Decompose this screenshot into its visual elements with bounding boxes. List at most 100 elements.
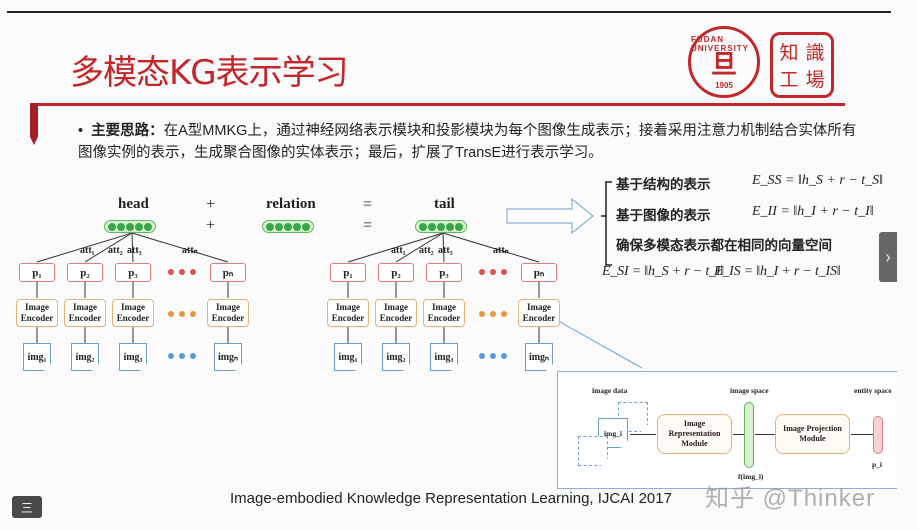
- att-label: att₂: [419, 245, 434, 256]
- encoder-label: Image: [73, 302, 97, 312]
- slide-title: 多模态KG表示学习: [70, 53, 349, 93]
- logo-char: 知: [779, 42, 799, 64]
- next-slide-button[interactable]: ›: [879, 232, 897, 282]
- encoder-label: Image: [25, 302, 49, 312]
- head-label: head: [118, 196, 149, 212]
- image-space-label: image space: [730, 386, 769, 395]
- att-label: att₂: [108, 245, 123, 256]
- image-equation: E_II = ‖h_I + r − t_I‖: [752, 204, 874, 219]
- encoder-label: Encoder: [379, 313, 413, 323]
- f-img-label: f(img_i): [738, 472, 764, 481]
- img-label: img₁: [27, 351, 47, 363]
- is-equation: E_IS = ‖h_I + r − t_IS‖: [714, 264, 841, 279]
- bullet-text: 在A型MMKG上，通过神经网络表示模块和投影模块为每个图像生成表示；接着采用注意…: [78, 123, 857, 161]
- p-label: p₂: [391, 266, 401, 279]
- p-label: p₃: [439, 266, 449, 279]
- logo-char: 識: [805, 42, 825, 64]
- encoder-label: Image: [216, 302, 240, 312]
- encoder-label: Image: [432, 302, 456, 312]
- p-label: pₙ: [222, 267, 234, 279]
- connector-line: [395, 232, 444, 263]
- att-label: att₃: [127, 245, 142, 256]
- encoder-label: Encoder: [68, 313, 102, 323]
- p-box: p₁: [330, 263, 366, 282]
- att-label: att₁: [80, 245, 95, 256]
- structure-label: 基于结构的表示: [616, 177, 711, 192]
- ellipsis-dots: [479, 353, 507, 359]
- att-weight: att₂: [108, 245, 123, 256]
- encoder-label: Encoder: [331, 313, 365, 323]
- encoder-label: Image: [384, 302, 408, 312]
- image-doc: imgₙ: [525, 343, 553, 371]
- plus-sign: +: [206, 217, 216, 234]
- p-i-label: p_i: [872, 460, 883, 469]
- image-space-vector: [744, 402, 754, 468]
- si-equation: E_SI = ‖h_S + r − t_I‖: [602, 264, 725, 279]
- image-doc: img₂: [382, 343, 410, 371]
- encoder-label: Image: [121, 302, 145, 312]
- top-divider: [7, 11, 891, 13]
- att-label: attₙ: [182, 245, 198, 256]
- p-label: pₙ: [533, 267, 545, 279]
- p-box: p₁: [19, 263, 55, 282]
- p-box: pₙ: [210, 263, 246, 282]
- same-space-label: 确保多模态表示都在相同的向量空间: [616, 238, 832, 253]
- entity-space-label: entity space: [854, 386, 892, 395]
- menu-icon: 三: [20, 500, 33, 515]
- encoder-label: Encoder: [522, 313, 556, 323]
- head-vector: [104, 220, 156, 233]
- logo-char: 工: [779, 69, 799, 91]
- att-label: attₙ: [493, 245, 509, 256]
- image-doc: img₁: [23, 343, 51, 371]
- img-label: img₂: [75, 351, 95, 363]
- att-weight: attₙ: [182, 245, 198, 256]
- encoder-label: Encoder: [211, 313, 245, 323]
- arrow: [851, 434, 873, 435]
- att-label: att₁: [391, 245, 406, 256]
- img-label: imgₙ: [217, 351, 239, 363]
- menu-button[interactable]: 三: [12, 496, 42, 518]
- att-weight: att₂: [419, 245, 434, 256]
- image-projection-module: Image Projection Module: [775, 414, 850, 454]
- p-box: pₙ: [521, 263, 557, 282]
- tail-label: tail: [434, 196, 455, 212]
- arrow: [755, 434, 775, 435]
- structure-equation: E_SS = ‖h_S + r − t_S‖: [752, 173, 884, 188]
- encoder-label: Encoder: [427, 313, 461, 323]
- watermark: 知乎 @Thinker: [705, 485, 876, 512]
- att-weight: att₁: [391, 245, 406, 256]
- bullet-label: 主要思路：: [91, 123, 164, 139]
- att-label: att₃: [438, 245, 453, 256]
- img-label: imgₙ: [528, 351, 550, 363]
- p-label: p₁: [343, 266, 353, 279]
- connector-line: [84, 232, 133, 263]
- connector-line: [442, 232, 540, 263]
- plus-sign: +: [206, 196, 216, 213]
- big-arrow-icon: [506, 197, 594, 235]
- img-label: img₂: [386, 351, 406, 363]
- ellipsis-dots: [168, 353, 196, 359]
- tail-vector: [415, 220, 467, 233]
- p-label: p₂: [80, 266, 90, 279]
- arrow: [733, 434, 745, 435]
- img-label: img_i: [604, 428, 622, 438]
- att-weight: attₙ: [493, 245, 509, 256]
- image-label: 基于图像的表示: [616, 208, 711, 223]
- image-doc: [578, 436, 608, 466]
- att-weight: att₁: [80, 245, 95, 256]
- arrow: [630, 434, 656, 435]
- connector-line: [131, 232, 134, 263]
- image-doc: imgₙ: [214, 343, 242, 371]
- p-box: p₃: [426, 263, 462, 282]
- entity-space-vector: [873, 416, 883, 454]
- p-label: p₁: [32, 266, 42, 279]
- title-underline: [30, 103, 845, 106]
- connector-line: [36, 232, 133, 263]
- image-encoder-detail: image data image space entity space img_…: [557, 371, 897, 489]
